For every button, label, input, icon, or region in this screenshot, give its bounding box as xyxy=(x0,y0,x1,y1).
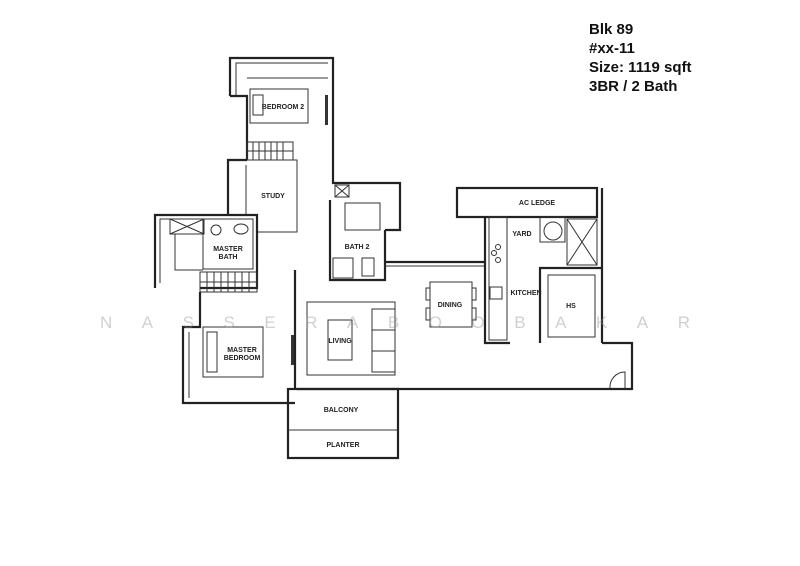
label-master-bedroom-2: BEDROOM xyxy=(224,355,261,362)
label-kitchen: KITCHEN xyxy=(510,290,541,297)
watermark-letter: S xyxy=(223,313,235,332)
label-dining: DINING xyxy=(438,302,463,309)
bath-2: BATH 2 xyxy=(328,165,402,282)
watermark-letter: E xyxy=(264,313,276,332)
watermark-letter: K xyxy=(595,313,608,332)
label-bedroom-2: BEDROOM 2 xyxy=(262,104,305,111)
bedroom-2: BEDROOM 2 xyxy=(228,56,335,165)
watermark-letter: N xyxy=(100,313,113,332)
watermark-letter: S xyxy=(182,313,194,332)
label-master-bath-1: MASTER xyxy=(213,246,243,253)
hatch-lower xyxy=(199,271,258,293)
master-bedroom: MASTER BEDROOM xyxy=(181,292,295,405)
label-ac-ledge: AC LEDGE xyxy=(519,200,556,207)
master-bath: MASTER BATH xyxy=(153,213,259,290)
label-planter: PLANTER xyxy=(326,442,359,449)
watermark-letter: O xyxy=(471,313,485,332)
watermark-letter: A xyxy=(141,313,154,332)
label-master-bedroom-1: MASTER xyxy=(227,347,257,354)
watermark-letter: R xyxy=(677,313,690,332)
label-study: STUDY xyxy=(261,193,285,200)
label-yard: YARD xyxy=(512,231,531,238)
ac-ledge: AC LEDGE xyxy=(455,186,604,343)
watermark-letter: A xyxy=(636,313,649,332)
watermark-letter: B xyxy=(387,313,400,332)
unit-label: #xx-11 xyxy=(589,40,635,57)
study: STUDY xyxy=(226,158,298,233)
balcony: BALCONY PLANTER xyxy=(286,387,400,460)
watermark-letter: A xyxy=(347,313,359,332)
watermark-letter: B xyxy=(514,313,526,332)
living: LIVING xyxy=(306,301,396,376)
label-bath-2: BATH 2 xyxy=(345,244,370,251)
listing-info: Blk 89 #xx-11 Size: 1119 sqft 3BR / 2 Ba… xyxy=(589,20,692,96)
label-master-bath-2: BATH xyxy=(219,254,238,261)
layout-label: 3BR / 2 Bath xyxy=(589,78,678,95)
watermark-letter: A xyxy=(555,313,567,332)
block-label: Blk 89 xyxy=(589,21,634,38)
watermark: N A S S E R A B O O B A K A R xyxy=(100,313,690,333)
label-hs: HS xyxy=(566,303,576,310)
hatch-upper xyxy=(246,141,294,161)
label-living: LIVING xyxy=(328,338,352,345)
size-label: Size: 1119 sqft xyxy=(589,59,692,76)
label-balcony: BALCONY xyxy=(324,407,359,414)
watermark-letter: O xyxy=(428,313,442,332)
kitchen: YARD KITCHEN HS xyxy=(483,216,602,345)
watermark-letter: R xyxy=(305,313,318,332)
dining: DINING xyxy=(425,281,477,328)
